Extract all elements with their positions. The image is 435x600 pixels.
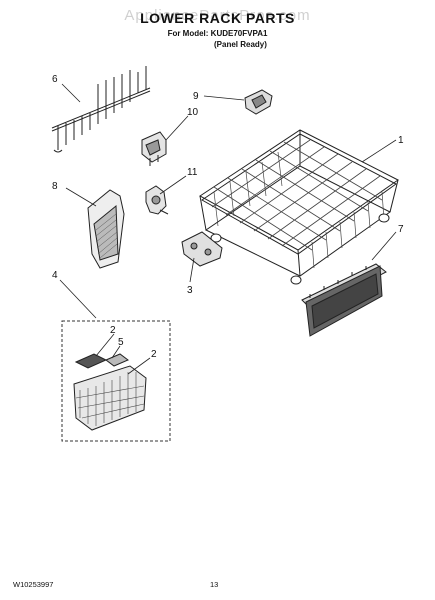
callout-11: 11: [187, 167, 198, 178]
callout-2b: 2: [151, 349, 157, 360]
callout-7: 7: [398, 224, 404, 235]
callout-6: 6: [52, 74, 58, 85]
model-subtitle: (Panel Ready): [214, 40, 267, 49]
leader-lines: [59, 83, 397, 375]
callout-8: 8: [52, 181, 58, 192]
callout-3: 3: [187, 285, 193, 296]
callout-4: 4: [52, 270, 58, 281]
roller-clip-part: [181, 231, 223, 267]
callout-9: 9: [193, 91, 199, 102]
tine-row-part: [51, 66, 151, 153]
roller-bracket-part: [145, 185, 169, 215]
watermark: AppliancePartsPros.com: [124, 7, 311, 24]
callout-labels: 1 2 2 3 4 5 6 7 8 9 10 11: [52, 74, 404, 360]
callout-10: 10: [187, 107, 199, 118]
filter-screen-part: [301, 263, 387, 337]
basket-lid-part: [87, 189, 125, 269]
callout-1: 1: [398, 135, 404, 146]
page-title: LOWER RACK PARTS: [140, 10, 295, 26]
rack-clip-part: [244, 89, 273, 115]
page-number: 13: [210, 580, 219, 589]
model-line: For Model: KUDE70FVPA1: [167, 29, 268, 38]
callout-5: 5: [118, 337, 124, 348]
bracket-part: [141, 131, 167, 166]
document-number: W10253997: [13, 580, 54, 589]
callout-2a: 2: [110, 325, 116, 336]
cutlery-basket-assembly: [61, 320, 171, 442]
lower-rack-part: [199, 129, 399, 285]
